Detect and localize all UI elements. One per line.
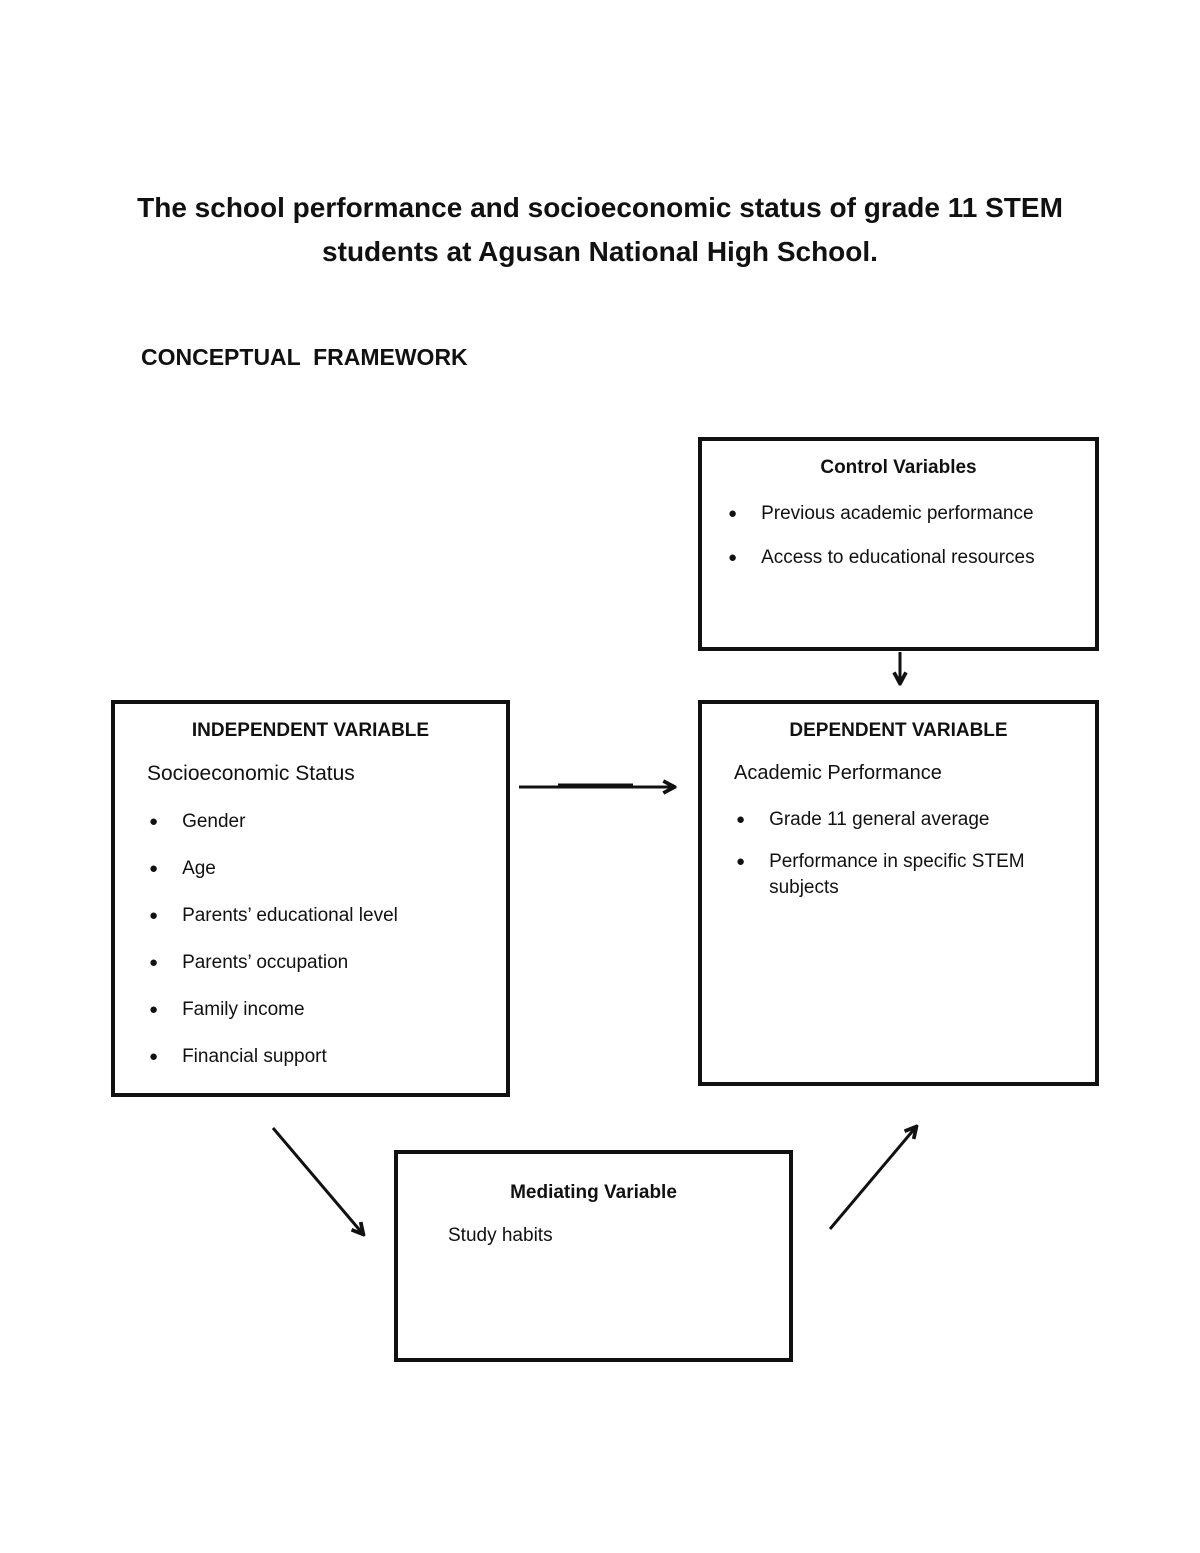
- bullet-icon: ●: [149, 1048, 159, 1065]
- list-item-label: Financial support: [182, 1046, 327, 1067]
- list-item: ● Parents’ occupation: [149, 950, 496, 976]
- list-item: ● Gender: [149, 809, 496, 835]
- bullet-icon: ●: [736, 853, 746, 870]
- page-title-line-2: students at Agusan National High School.: [322, 236, 878, 267]
- mediating-variable-subtitle: Study habits: [448, 1225, 553, 1246]
- list-item-label: Parents’ occupation: [182, 952, 349, 973]
- mediating-variable-box: Mediating Variable Study habits: [394, 1150, 793, 1362]
- list-item-label: Family income: [182, 999, 305, 1020]
- list-item: ● Financial support: [149, 1044, 496, 1070]
- dependent-variable-list: ● Grade 11 general average ● Performance…: [702, 807, 1095, 901]
- bullet-icon: ●: [728, 505, 738, 522]
- list-item: ● Age: [149, 856, 496, 882]
- mediating-variable-title: Mediating Variable: [510, 1182, 677, 1203]
- control-variables-title: Control Variables: [820, 457, 977, 478]
- section-heading: CONCEPTUAL FRAMEWORK: [141, 344, 468, 370]
- list-item: ● Performance in specific STEM subjects: [736, 849, 1085, 901]
- bullet-icon: ●: [149, 860, 159, 877]
- bullet-icon: ●: [736, 811, 746, 828]
- list-item: ● Access to educational resources: [728, 545, 1085, 571]
- page-title-line-1: The school performance and socioeconomic…: [137, 192, 1063, 223]
- list-item-label: Parents’ educational level: [182, 905, 398, 926]
- list-item-label: Age: [182, 858, 216, 879]
- dependent-variable-title: DEPENDENT VARIABLE: [789, 720, 1008, 741]
- control-variables-list: ● Previous academic performance ● Access…: [702, 501, 1095, 571]
- independent-variable-title: INDEPENDENT VARIABLE: [191, 720, 430, 741]
- page-title: The school performance and socioeconomic…: [0, 186, 1200, 274]
- list-item: ● Grade 11 general average: [736, 807, 1085, 833]
- list-item-label: Gender: [182, 811, 246, 832]
- list-item-label: Performance in specific STEM subjects: [769, 851, 1025, 898]
- list-item: ● Family income: [149, 997, 496, 1023]
- arrow-independent-to-mediating: [271, 1127, 363, 1234]
- bullet-icon: ●: [149, 813, 159, 830]
- independent-variable-list: ● Gender ● Age ● Parents’ educational le…: [115, 809, 506, 1070]
- control-variables-box: Control Variables ● Previous academic pe…: [698, 437, 1099, 651]
- list-item: ● Parents’ educational level: [149, 903, 496, 929]
- dependent-variable-subtitle: Academic Performance: [734, 762, 942, 784]
- arrow-mediating-to-dependent: [828, 1127, 916, 1230]
- bullet-icon: ●: [149, 954, 159, 971]
- list-item-label: Grade 11 general average: [769, 809, 990, 830]
- bullet-icon: ●: [728, 549, 738, 566]
- list-item: ● Previous academic performance: [728, 501, 1085, 527]
- list-item-label: Access to educational resources: [761, 547, 1035, 568]
- independent-variable-subtitle: Socioeconomic Status: [147, 762, 355, 785]
- dependent-variable-box: DEPENDENT VARIABLE Academic Performance …: [698, 700, 1099, 1086]
- independent-variable-box: INDEPENDENT VARIABLE Socioeconomic Statu…: [111, 700, 510, 1097]
- list-item-label: Previous academic performance: [761, 503, 1034, 524]
- bullet-icon: ●: [149, 907, 159, 924]
- bullet-icon: ●: [149, 1001, 159, 1018]
